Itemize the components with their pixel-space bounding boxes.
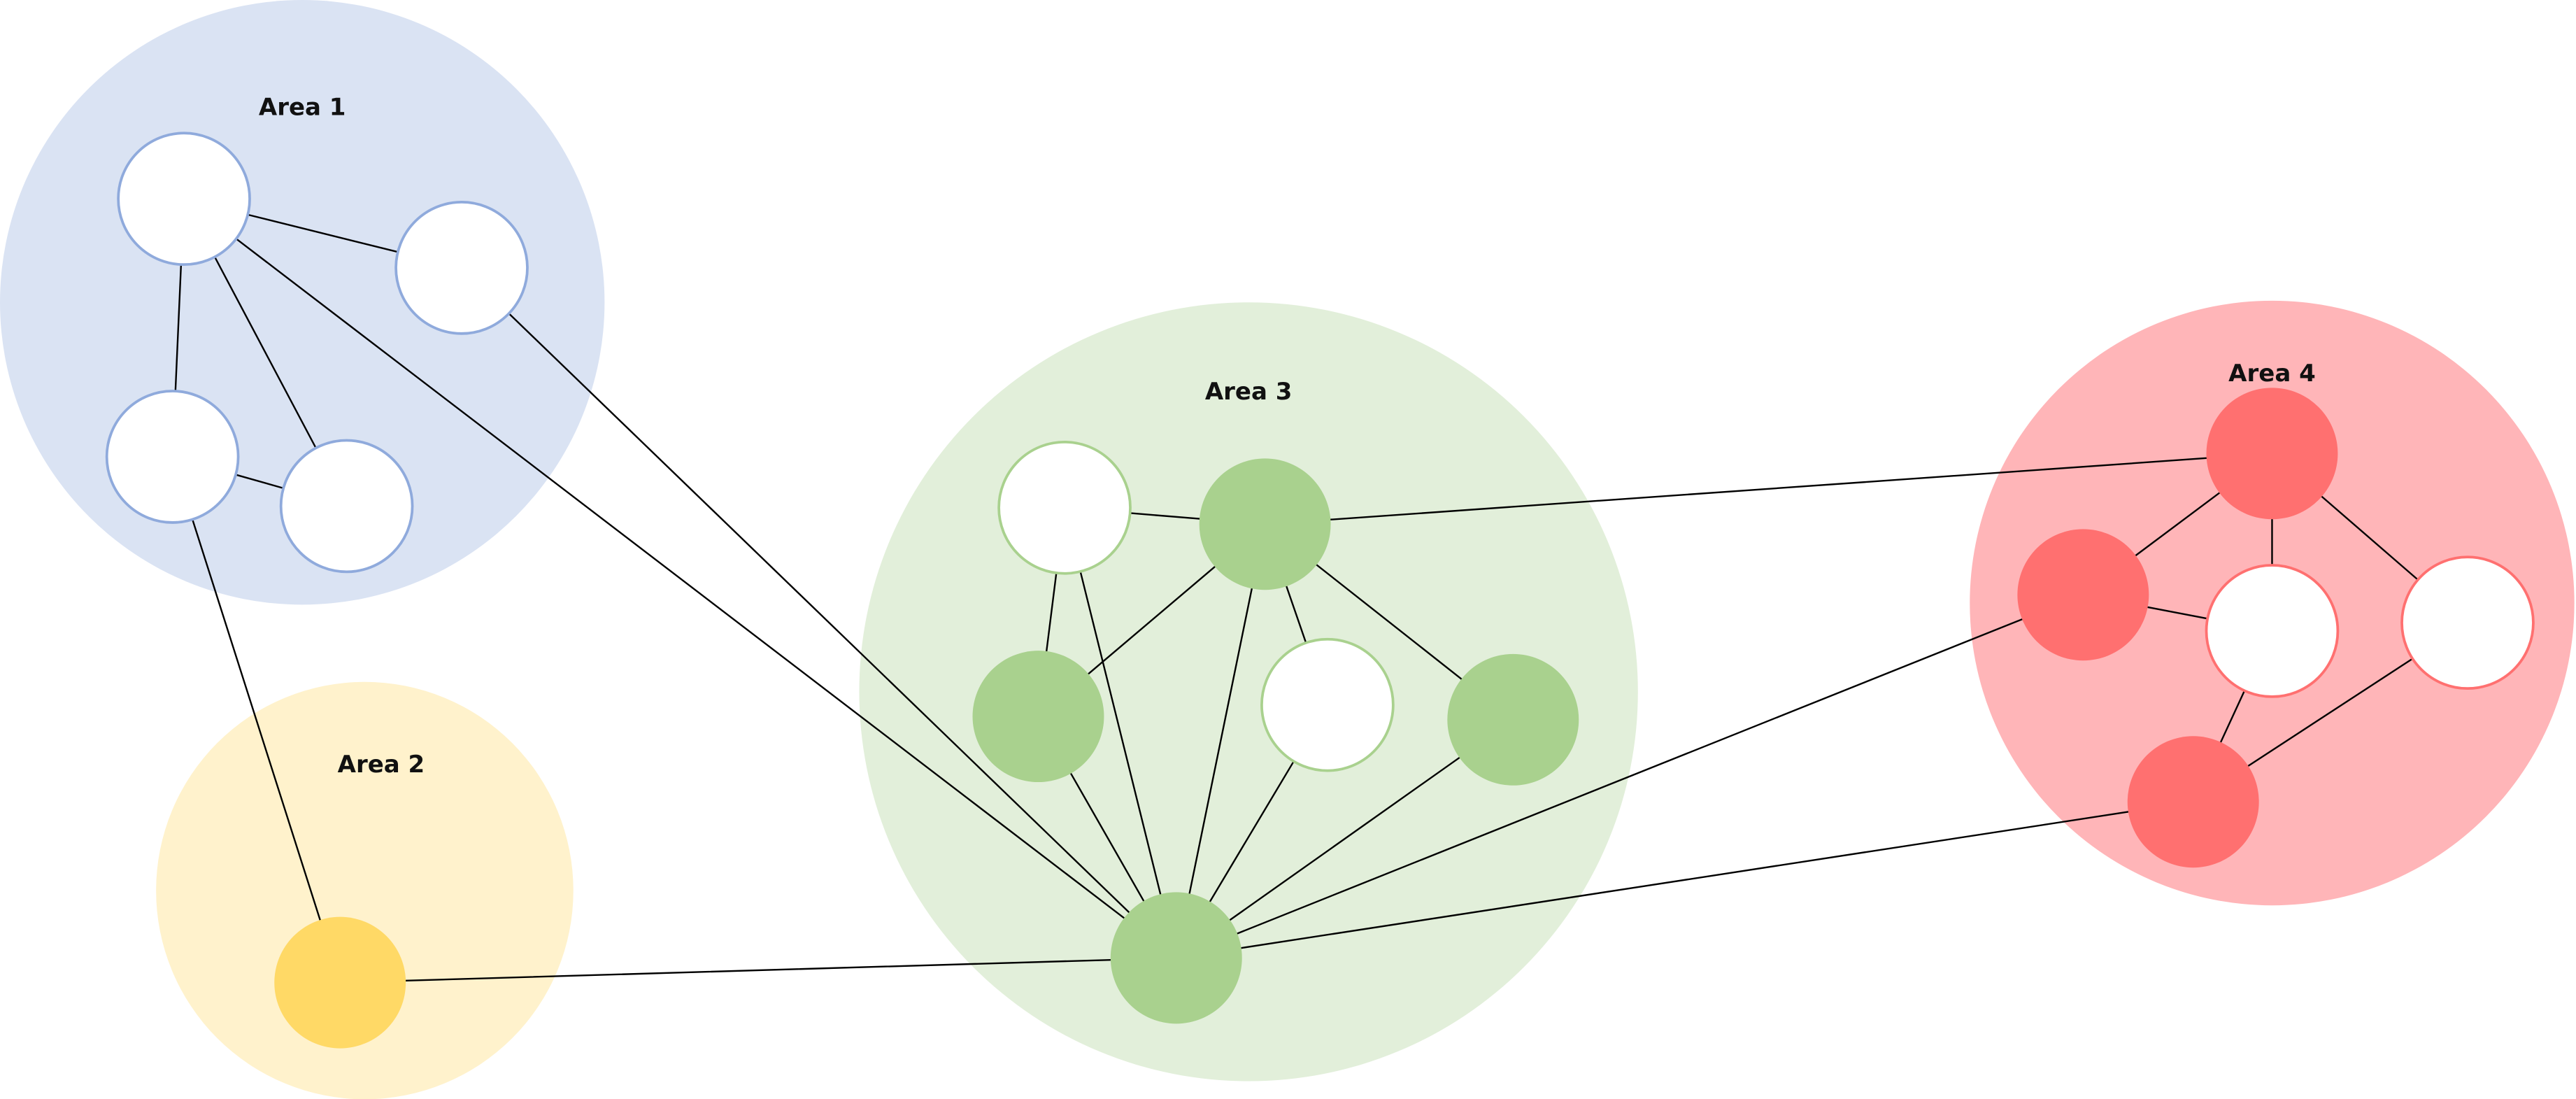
edge-a3n5-a3hub <box>1229 756 1460 921</box>
area-1-label: Area 1 <box>259 93 346 121</box>
edge-a3n2-a3n5 <box>1316 564 1463 680</box>
area-2-region <box>156 681 574 1099</box>
edge-a1n1-a1n3 <box>174 263 183 392</box>
edge-a4n1-a4n4 <box>2321 495 2419 581</box>
edge-a4n3-a4n5 <box>2219 690 2246 744</box>
labels-layer: Area 1 Area 2 Area 3 Area 4 <box>259 93 2316 779</box>
node-a1n1 <box>117 132 251 267</box>
node-a3n1 <box>997 440 1132 575</box>
edge-a3n1-a3hub <box>1079 570 1162 895</box>
edge-a3n2-a3n3 <box>1087 565 1216 675</box>
edge-a4n1-a4n2 <box>2135 492 2221 557</box>
node-a4n4 <box>2400 555 2535 690</box>
edge-a3n4-a3hub <box>1209 760 1295 902</box>
node-a4n3 <box>2205 564 2340 698</box>
edge-a3n1-a3n3 <box>1046 572 1058 653</box>
edge-a3n1-a3n2 <box>1129 512 1201 520</box>
node-a1n4 <box>279 439 414 574</box>
node-a2n1 <box>274 916 406 1049</box>
nodes-layer <box>105 132 2535 1049</box>
edge-a2n1-a3hub <box>404 958 1112 982</box>
edge-a3n2-a3hub <box>1188 588 1253 895</box>
edge-a1n1-a3hub <box>235 238 1125 919</box>
edges-layer <box>174 213 2419 982</box>
edge-a3n2-a3n4 <box>1286 585 1307 644</box>
edge-a1n1-a1n2 <box>247 213 399 253</box>
node-a1n3 <box>105 390 240 524</box>
node-a3hub <box>1110 892 1242 1024</box>
edge-a4n4-a4n5 <box>2247 658 2414 767</box>
edge-a1n2-a3hub <box>508 312 1130 914</box>
edge-a3hub-a4n2 <box>1236 618 2023 935</box>
node-a3n4 <box>1260 637 1395 772</box>
edge-a1n3-a2n1 <box>191 518 321 921</box>
node-a4n2 <box>2017 529 2149 661</box>
edge-a4n2-a4n3 <box>2147 606 2209 620</box>
node-a4n1 <box>2206 388 2338 520</box>
node-a1n2 <box>394 201 529 335</box>
edge-a1n3-a1n4 <box>234 474 285 490</box>
edge-a3n3-a3hub <box>1069 772 1145 902</box>
node-a3n2 <box>1199 458 1331 590</box>
node-a3n3 <box>972 651 1104 783</box>
area-3-label: Area 3 <box>1205 378 1293 406</box>
edge-a1n1-a1n4 <box>213 256 317 449</box>
node-a3n5 <box>1447 653 1579 786</box>
area-4-label: Area 4 <box>2228 360 2316 388</box>
edge-a3n2-a4n1 <box>1330 457 2207 520</box>
edge-a3hub-a4n5 <box>1240 811 2130 949</box>
area-2-label: Area 2 <box>338 751 425 779</box>
node-a4n5 <box>2127 736 2259 868</box>
